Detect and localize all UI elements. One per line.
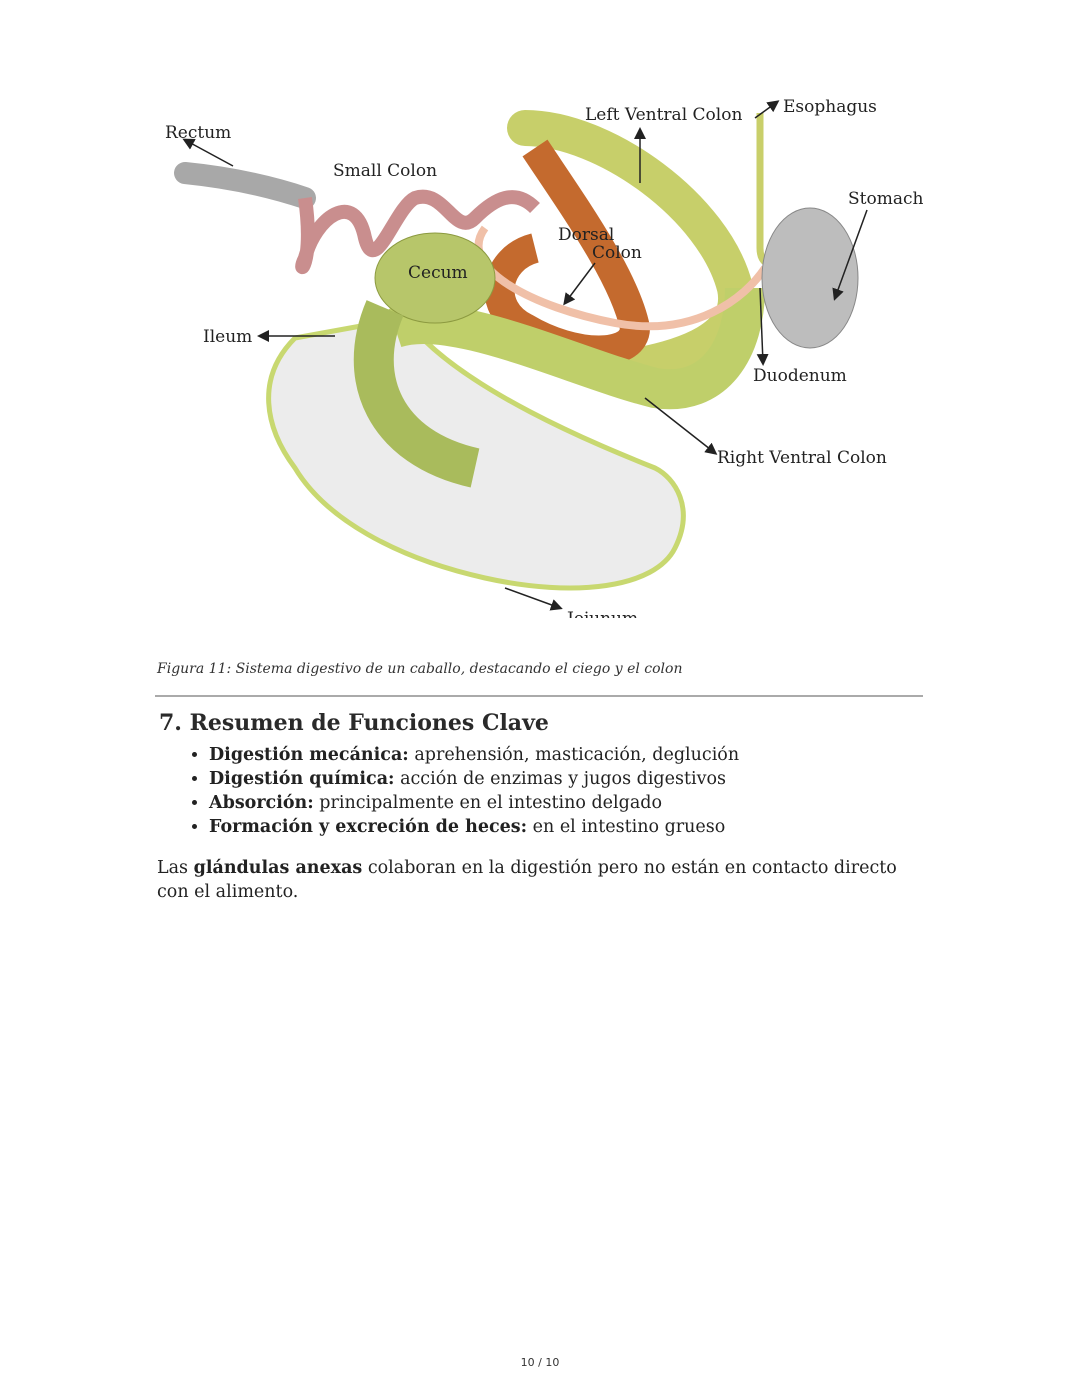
label-esophagus: Esophagus [783,97,877,117]
item-term: Formación y excreción de heces: [209,817,528,837]
paragraph-text: colaboran en la digestión pero no están … [157,858,897,902]
label-rectum: Rectum [165,123,231,143]
list-item: Digestión química: acción de enzimas y j… [209,767,739,791]
summary-paragraph: Las glándulas anexas colaboran en la dig… [157,856,927,904]
label-ileum: Ileum [203,327,252,347]
list-item: Absorción: principalmente en el intestin… [209,791,739,815]
item-text: acción de enzimas y jugos digestivos [394,769,727,789]
paragraph-bold: glándulas anexas [193,858,363,878]
item-text: aprehensión, masticación, deglución [408,745,740,765]
small-colon-shape [295,189,540,275]
page-number: 10 / 10 [520,1356,560,1369]
stomach-shape [761,207,859,349]
label-arrows [182,100,868,611]
digestive-diagram: Rectum Small Colon Left Ventral Colon Es… [165,97,923,629]
right-ventral-colon-shape [388,287,765,410]
label-stomach: Stomach [848,189,923,209]
cecum-shape [374,232,496,324]
rectum-shape [174,162,316,209]
label-right-ventral-colon: Right Ventral Colon [717,448,887,468]
left-ventral-colon-shape [507,110,755,386]
label-colon: Colon [592,243,642,263]
item-text: en el intestino grueso [527,817,726,837]
key-functions-list: Digestión mecánica: aprehensión, mastica… [187,743,739,839]
list-item: Formación y excreción de heces: en el in… [209,815,739,839]
figure-caption: Figura 11: Sistema digestivo de un cabal… [157,661,683,677]
label-small-colon: Small Colon [333,161,437,181]
label-duodenum: Duodenum [753,366,847,386]
label-dorsal: Dorsal [558,225,614,245]
cecum-body [353,300,480,488]
dorsal-colon-shape [484,139,651,366]
label-left-ventral-colon: Left Ventral Colon [585,105,742,125]
horizontal-divider [155,695,923,697]
item-text: principalmente en el intestino delgado [313,793,662,813]
item-term: Absorción: [209,793,314,813]
label-jejunum: Jejunum [565,609,638,618]
list-item: Digestión mecánica: aprehensión, mastica… [209,743,739,767]
section-heading: 7. Resumen de Funciones Clave [159,710,549,736]
item-term: Digestión química: [209,769,395,789]
paragraph-text: Las [157,858,194,878]
label-cecum: Cecum [408,263,468,283]
horse-digestive-system-figure: Rectum Small Colon Left Ventral Colon Es… [155,88,925,629]
item-term: Digestión mecánica: [209,745,409,765]
